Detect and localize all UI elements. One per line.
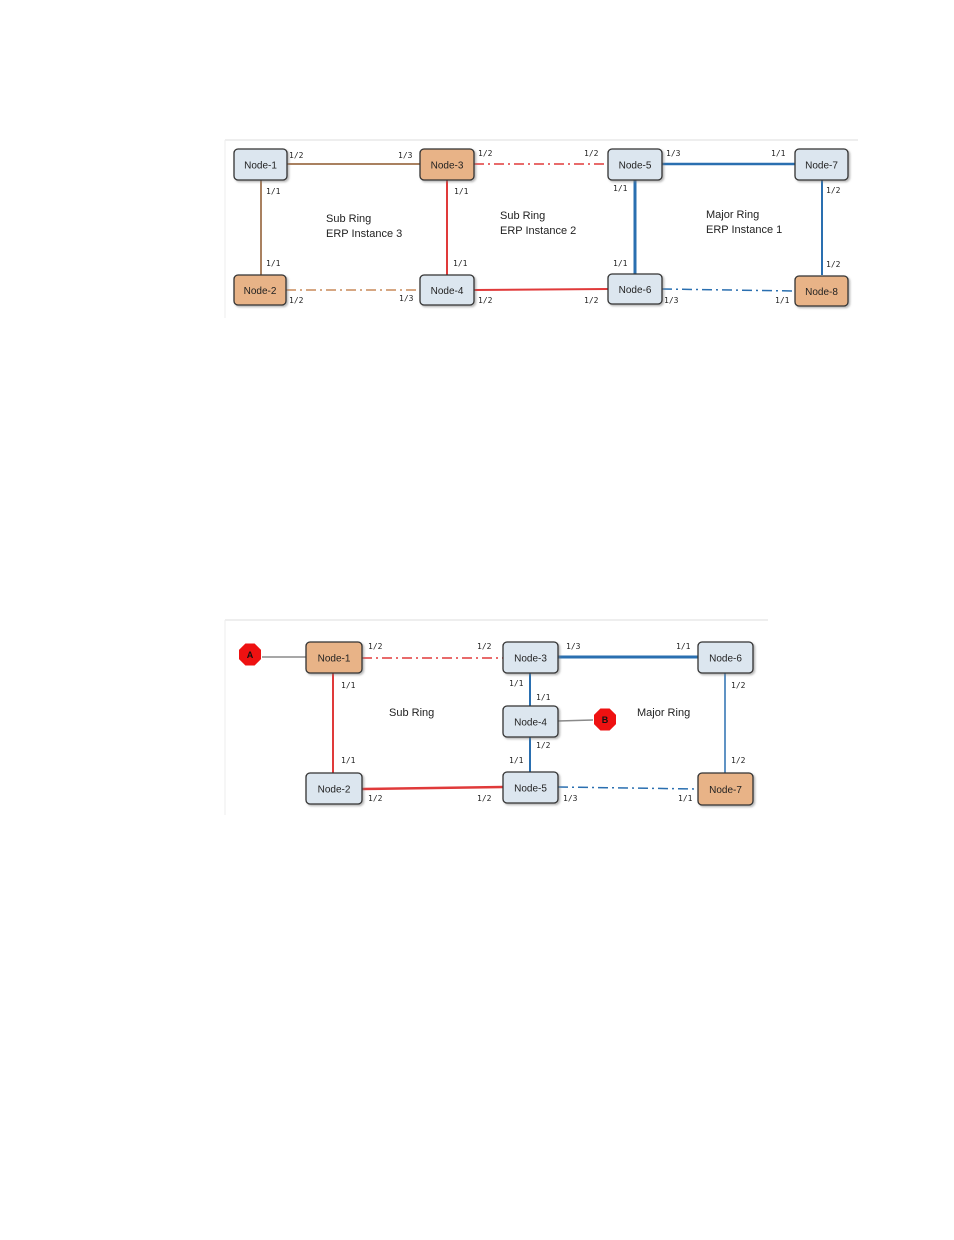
node-1-label: Node-1	[318, 654, 351, 665]
port-label: 1/2	[584, 296, 599, 305]
port-label: 1/1	[613, 259, 628, 268]
port-label: 1/1	[454, 187, 469, 196]
node-4-label: Node-4	[431, 286, 464, 297]
sub-ring-3-instance-label: ERP Instance 3	[326, 228, 402, 240]
endpoint-b-label: B	[602, 715, 609, 725]
port-label: 1/2	[536, 741, 551, 750]
node-2-label: Node-2	[244, 286, 277, 297]
node-3-label: Node-3	[514, 654, 547, 665]
port-label: 1/1	[266, 259, 281, 268]
port-label: 1/1	[509, 756, 524, 765]
port-label: 1/1	[678, 794, 693, 803]
port-label: 1/3	[399, 294, 414, 303]
link-node5-node7	[557, 786, 699, 790]
port-label: 1/1	[771, 149, 786, 158]
node-7-label: Node-7	[709, 785, 742, 796]
port-label: 1/1	[341, 681, 356, 690]
node-2: Node-2	[305, 772, 363, 805]
port-label: 1/2	[826, 260, 841, 269]
node-1: Node-1	[233, 148, 288, 181]
port-label: 1/2	[289, 296, 304, 305]
node-4-label: Node-4	[514, 718, 547, 729]
node-3: Node-3	[419, 148, 475, 181]
port-label: 1/2	[826, 186, 841, 195]
node-2: Node-2	[233, 274, 287, 306]
port-label: 1/2	[731, 756, 746, 765]
port-label: 1/2	[477, 642, 492, 651]
node-7-label: Node-7	[805, 161, 838, 172]
port-label: 1/3	[563, 794, 578, 803]
diagram-erp-instances: Node-1 Node-2 Node-3 Node-4 Node-5 Node-…	[224, 139, 858, 318]
node-6: Node-6	[697, 641, 754, 674]
port-label: 1/2	[477, 794, 492, 803]
link-node4-node6	[473, 288, 609, 291]
node-6-label: Node-6	[709, 654, 742, 665]
node-5: Node-5	[607, 148, 663, 181]
node-6: Node-6	[607, 273, 663, 305]
node-7: Node-7	[697, 772, 754, 806]
port-label: 1/1	[613, 184, 628, 193]
node-1: Node-1	[305, 641, 363, 674]
node-2-label: Node-2	[318, 785, 351, 796]
port-label: 1/2	[584, 149, 599, 158]
port-label: 1/1	[775, 296, 790, 305]
port-label: 1/1	[453, 259, 468, 268]
node-4: Node-4	[502, 705, 559, 738]
port-label: 1/1	[536, 693, 551, 702]
sub-ring-3-label: Sub Ring	[326, 213, 371, 225]
endpoint-a-label: A	[247, 650, 254, 660]
port-label: 1/2	[478, 149, 493, 158]
port-label: 1/3	[666, 149, 681, 158]
node-4: Node-4	[419, 274, 475, 306]
sub-ring-2-instance-label: ERP Instance 2	[500, 225, 576, 237]
port-label: 1/2	[289, 151, 304, 160]
node-8: Node-8	[794, 275, 849, 307]
node-8-label: Node-8	[805, 287, 838, 298]
port-label: 1/3	[664, 296, 679, 305]
port-label: 1/1	[341, 756, 356, 765]
port-label: 1/2	[368, 794, 383, 803]
endpoint-a: A	[239, 643, 261, 666]
node-3-label: Node-3	[431, 161, 464, 172]
link-node6-node8	[661, 288, 796, 292]
port-label: 1/2	[731, 681, 746, 690]
sub-ring-2-label: Sub Ring	[500, 210, 545, 222]
endpoint-b: B	[594, 708, 616, 731]
node-7: Node-7	[794, 148, 849, 181]
port-label: 1/3	[398, 151, 413, 160]
major-ring-label: Major Ring	[637, 707, 690, 719]
port-label: 1/1	[676, 642, 691, 651]
sub-ring-label: Sub Ring	[389, 707, 434, 719]
port-label: 1/1	[266, 187, 281, 196]
diagram-sub-major-ring: A B Node-1 Node-2 Node-3 Node-4 Node-5	[224, 619, 768, 815]
node-1-label: Node-1	[244, 161, 277, 172]
port-label: 1/2	[368, 642, 383, 651]
node-6-label: Node-6	[619, 285, 652, 296]
link-node2-node5	[361, 785, 504, 791]
port-label: 1/3	[566, 642, 581, 651]
node-5-label: Node-5	[619, 161, 652, 172]
major-ring-label: Major Ring	[706, 209, 759, 221]
major-ring-instance-label: ERP Instance 1	[706, 224, 782, 236]
link-endpoint-b-node4	[557, 719, 594, 722]
node-5-label: Node-5	[514, 784, 547, 795]
node-3: Node-3	[502, 641, 559, 674]
node-5: Node-5	[502, 771, 559, 804]
port-label: 1/1	[509, 679, 524, 688]
port-label: 1/2	[478, 296, 493, 305]
